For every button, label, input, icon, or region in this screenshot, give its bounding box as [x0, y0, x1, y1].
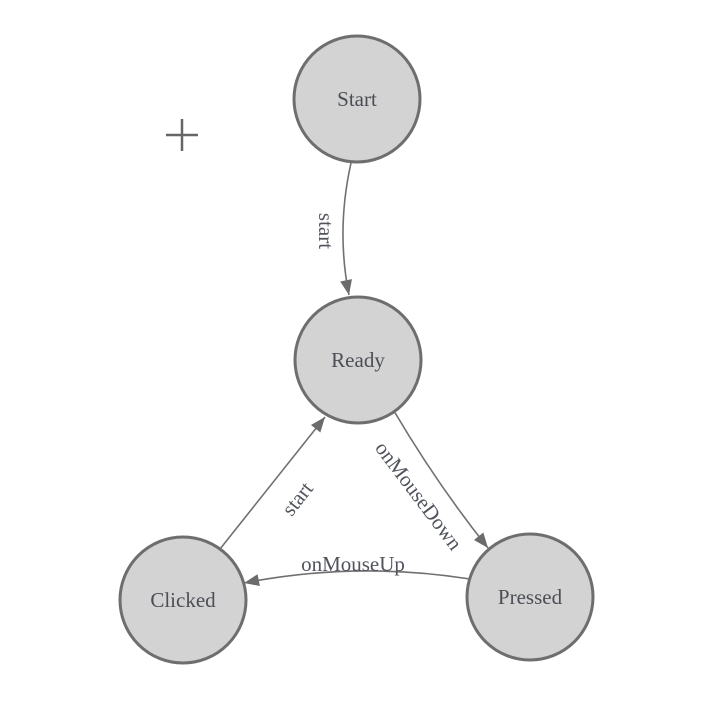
transition-label: start: [314, 213, 338, 249]
crosshair-cursor-icon: [166, 119, 198, 151]
transition-line[interactable]: [219, 416, 326, 550]
state-node-ready[interactable]: Ready: [293, 295, 423, 425]
state-label: Clicked: [150, 588, 216, 612]
edge-start-to-ready[interactable]: start: [314, 162, 352, 296]
arrowhead-icon: [310, 417, 325, 433]
edge-pressed-to-clicked[interactable]: onMouseUp: [243, 552, 471, 586]
transition-label: onMouseDown: [370, 437, 467, 555]
state-circle[interactable]: [118, 535, 248, 665]
state-label: Ready: [331, 348, 385, 372]
edge-clicked-to-ready[interactable]: start: [219, 416, 326, 550]
state-circle[interactable]: [292, 34, 422, 164]
transition-line[interactable]: [342, 162, 352, 296]
state-label: Pressed: [498, 585, 563, 609]
state-circle[interactable]: [465, 532, 595, 662]
state-node-start[interactable]: Start: [292, 34, 422, 164]
state-label: Start: [337, 87, 377, 111]
transition-line[interactable]: [393, 410, 489, 549]
state-circle[interactable]: [293, 295, 423, 425]
transition-label: start: [277, 477, 318, 520]
state-node-pressed[interactable]: Pressed: [465, 532, 595, 662]
transition-line[interactable]: [243, 570, 471, 584]
edge-ready-to-pressed[interactable]: onMouseDown: [370, 410, 489, 555]
arrowhead-icon: [340, 279, 352, 295]
transition-label: onMouseUp: [301, 552, 405, 576]
state-node-clicked[interactable]: Clicked: [118, 535, 248, 665]
arrowhead-icon: [473, 532, 488, 548]
arrowhead-icon: [244, 574, 260, 586]
